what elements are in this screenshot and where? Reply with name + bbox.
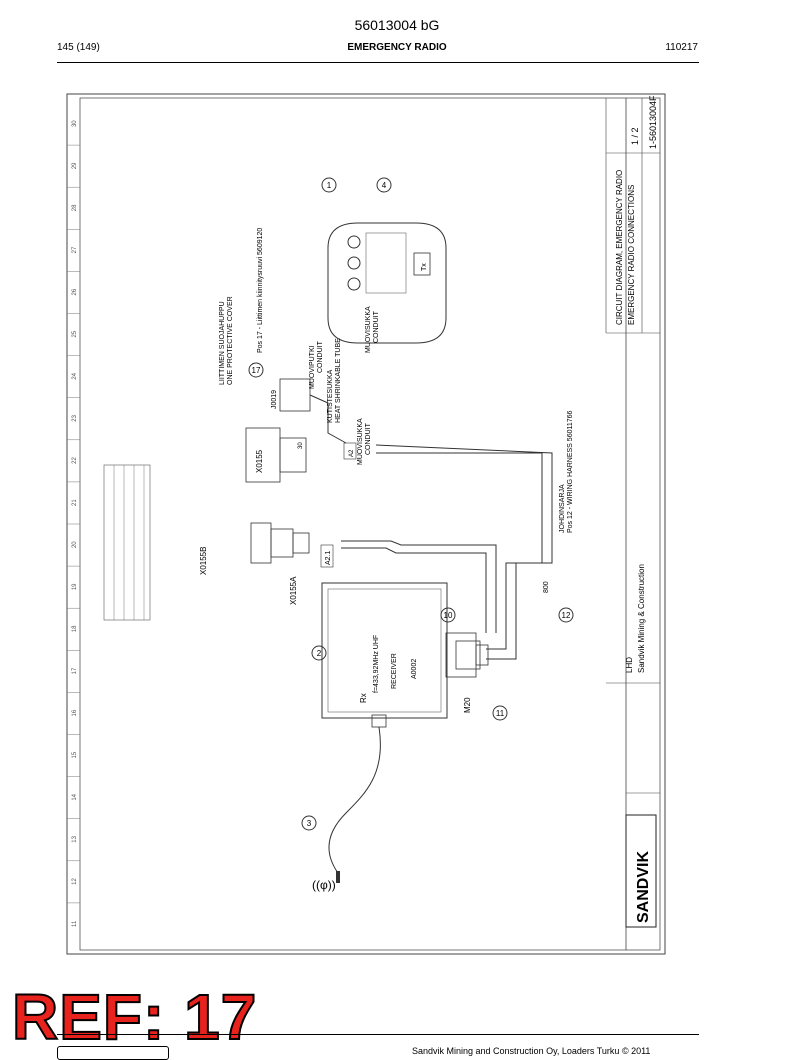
- cables: [341, 444, 553, 660]
- notes-box: [103, 464, 151, 621]
- grid-label: 11: [72, 920, 78, 927]
- grid-label: 24: [72, 372, 78, 379]
- item-3: 3: [307, 819, 312, 828]
- conduit1-en: CONDUIT: [373, 310, 380, 343]
- remote-tx-button: Tx: [421, 263, 428, 271]
- grid-label: 16: [72, 709, 78, 716]
- x0155a-label: X0155A: [289, 576, 298, 605]
- footer-rule: [57, 1034, 699, 1035]
- grid-label: 22: [72, 457, 78, 464]
- grid-label: 21: [72, 499, 78, 506]
- title-block: SANDVIK LHD Sandvik Mining & Constructio…: [605, 95, 660, 950]
- receiver-label-freq: f=433,92MHz UHF: [373, 635, 380, 693]
- grid-label: 26: [72, 288, 78, 295]
- part-labels: MUOVISUKKA CONDUIT MUOVISUKKA CONDUIT MU…: [219, 228, 574, 593]
- m20-connector: M20: [445, 632, 489, 713]
- item-10: 10: [444, 611, 453, 620]
- header-rule: [57, 62, 699, 63]
- j0019-label: J0019: [271, 390, 278, 409]
- grid-labels: 11 12 13 14 15 16 17 18 19 20 21 22 23 24 25 26 27 28 29 30: [67, 120, 80, 927]
- note-pos17: Pos 17 - Liittimen kiinnitysruuvi 560912…: [257, 228, 264, 353]
- grid-label: 30: [72, 120, 78, 127]
- grid-label: 12: [72, 878, 78, 885]
- drawing-title-en: EMERGENCY RADIO CONNECTIONS: [627, 185, 636, 325]
- grid-label: 20: [72, 541, 78, 548]
- item-17: 17: [252, 366, 261, 375]
- footer-copyright: Sandvik Mining and Construction Oy, Load…: [412, 1046, 651, 1056]
- receiver-label-name: RECEIVER: [391, 653, 398, 689]
- ref-stamp: REF: 17: [11, 981, 258, 1053]
- item-2: 2: [317, 649, 322, 658]
- grid-label: 28: [72, 204, 78, 211]
- drawing-sheet: 1 / 2: [630, 127, 640, 145]
- grid-label: 25: [72, 330, 78, 337]
- x0155b-label: X0155B: [199, 547, 208, 575]
- item-balloons: 1 2 3 4 10 11 12 17: [248, 177, 574, 831]
- wiring-diagram: 1112131415161718192021222324252627282930…: [66, 93, 666, 955]
- connector-x0155a: X0155A X0155B A2.1: [199, 522, 334, 605]
- shrink-en: HEAT SHRINKABLE TUBE: [335, 338, 342, 423]
- m20-label: M20: [463, 697, 472, 713]
- conduit3-label: MUOVIPUTKI: [309, 345, 316, 389]
- grid-label: 18: [72, 625, 78, 632]
- doc-date: 110217: [665, 42, 698, 53]
- brand-logo: SANDVIK: [635, 851, 652, 923]
- item-4: 4: [382, 181, 387, 190]
- drawing-title-fi: CIRCUIT DIAGRAM, EMERGENCY RADIO: [615, 170, 624, 325]
- item-12: 12: [562, 611, 571, 620]
- wire-800-label: 800: [543, 581, 550, 593]
- receiver-unit: Rx f=433,92MHz UHF RECEIVER A0002 ((φ)): [312, 582, 448, 892]
- grid-label: 27: [72, 246, 78, 253]
- grid-label: 17: [72, 667, 78, 674]
- shrink-label: KUTISTESUKKA: [327, 369, 334, 423]
- conduit1-label: MUOVISUKKA: [365, 306, 372, 353]
- conduit3-en: CONDUIT: [317, 340, 324, 373]
- item-11: 11: [496, 709, 505, 718]
- x0155-label: X0155: [255, 449, 264, 473]
- conduit2-label: MUOVISUKKA: [357, 418, 364, 465]
- page-title: EMERGENCY RADIO: [347, 42, 447, 53]
- wire-30-label: 30: [298, 442, 304, 449]
- grid-label: 15: [72, 751, 78, 758]
- protect-en: ONE PROTECTIVE COVER: [227, 296, 234, 385]
- remote-control: Tx: [327, 222, 447, 344]
- conduit2-en: CONDUIT: [365, 422, 372, 455]
- grid-label: 19: [72, 583, 78, 590]
- item-1: 1: [327, 181, 332, 190]
- grid-label: 13: [72, 835, 78, 842]
- connector-x0155: X0155 J0019 30 A2: [245, 378, 357, 483]
- grid-label: 29: [72, 162, 78, 169]
- wire-a21-label: A2.1: [325, 550, 332, 565]
- receiver-label-rx: Rx: [359, 693, 368, 703]
- wire-a2-label-top: A2: [349, 449, 355, 457]
- doc-number: 56013004 bG: [354, 17, 440, 33]
- receiver-label-code: A0002: [411, 659, 418, 679]
- page-number: 145 (149): [57, 42, 100, 53]
- grid-label: 14: [72, 793, 78, 800]
- company-name: Sandvik Mining & Construction: [637, 564, 646, 673]
- footer-logo: [57, 1046, 169, 1060]
- harness-label: JOHDINSARJA: [559, 484, 566, 533]
- antenna-icon: ((φ)): [312, 878, 336, 892]
- drawing-doc-id: 1-56013004F: [648, 95, 658, 149]
- drawing-model: LHD: [625, 657, 634, 673]
- grid-label: 23: [72, 414, 78, 421]
- protect-label: LIITTIMEN SUOJAHUPPU: [219, 301, 226, 385]
- harness-en: Pos 12 - WIRING HARNESS 56011766: [567, 410, 574, 533]
